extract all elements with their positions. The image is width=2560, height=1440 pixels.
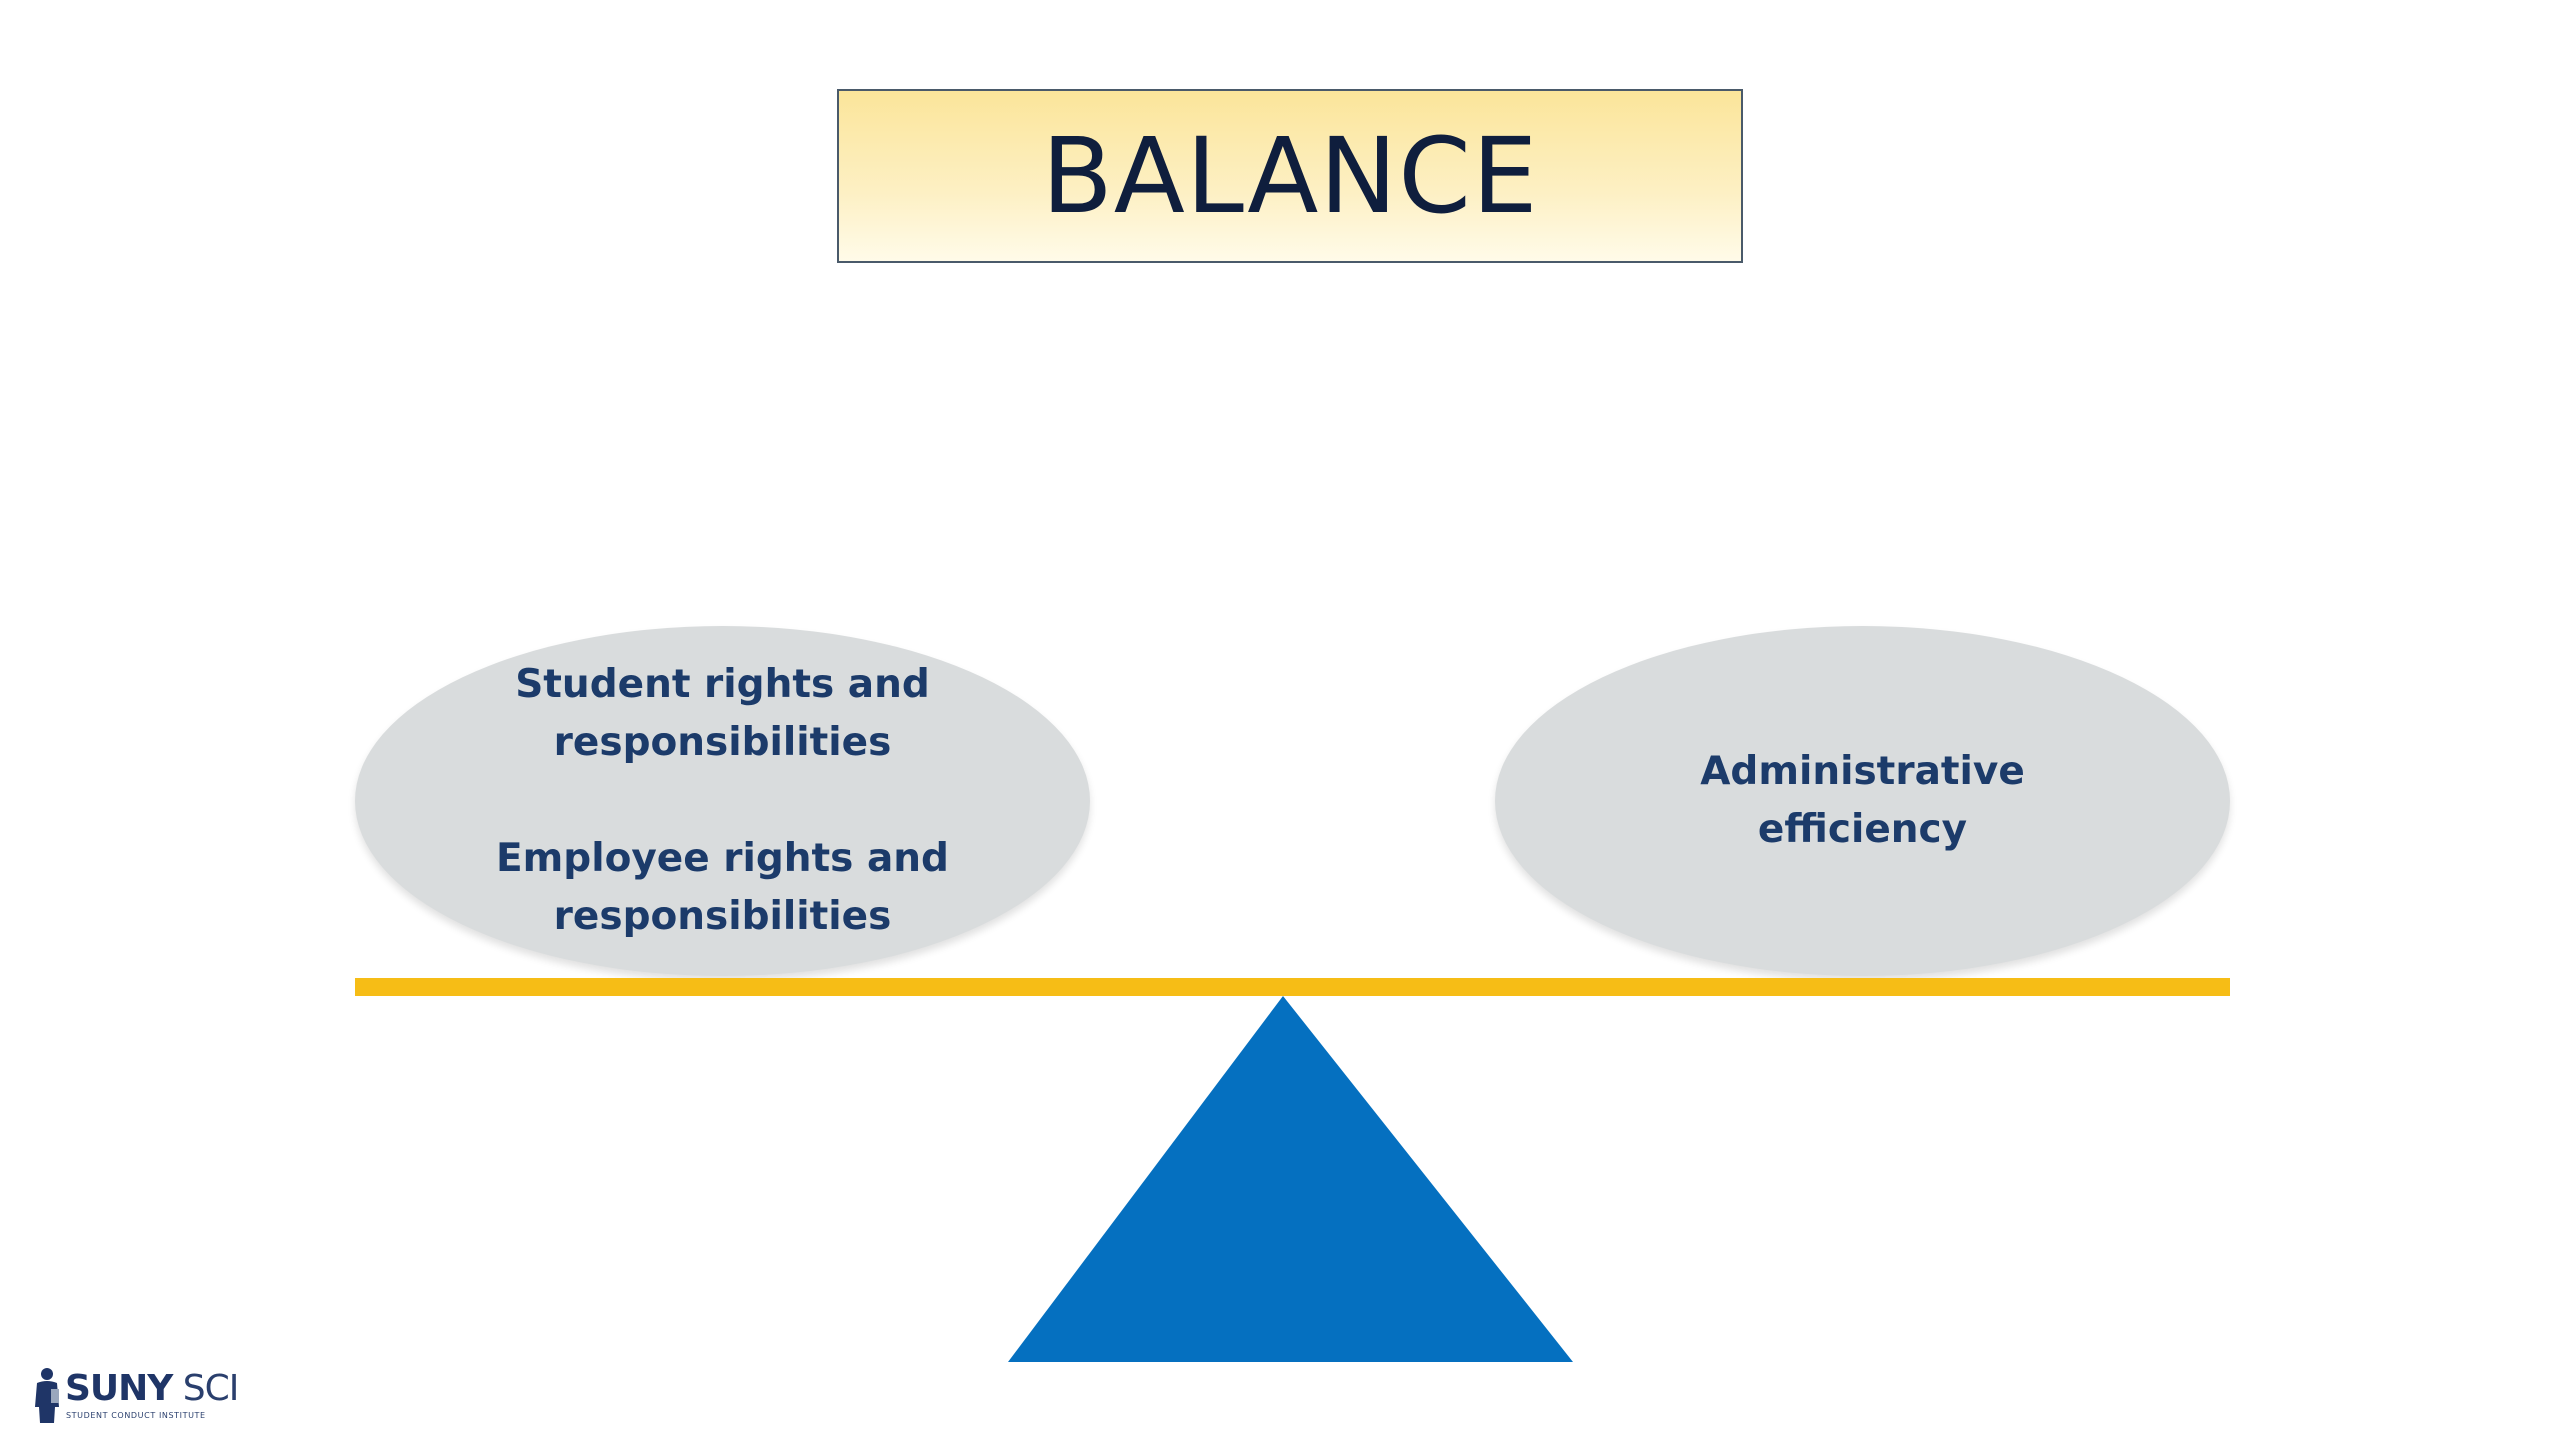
right-item-line-1: Administrative bbox=[1700, 749, 2025, 794]
logo-figure-icon bbox=[35, 1368, 59, 1423]
slide-title: BALANCE bbox=[1041, 115, 1539, 237]
left-item-2-line-1: Employee rights and bbox=[496, 836, 949, 881]
logo-wordmark: SUNY SCI bbox=[65, 1368, 240, 1409]
right-weight-ellipse: Administrative efficiency bbox=[1495, 626, 2230, 976]
logo-brand-bold: SUNY bbox=[65, 1368, 173, 1409]
right-item-line-2: efficiency bbox=[1757, 807, 1968, 852]
left-item-1-line-2: responsibilities bbox=[553, 720, 892, 765]
title-box: BALANCE bbox=[837, 89, 1743, 263]
suny-sci-logo: SUNY SCI STUDENT CONDUCT INSTITUTE bbox=[33, 1367, 248, 1427]
left-item-2-line-2: responsibilities bbox=[553, 894, 892, 939]
logo-tagline: STUDENT CONDUCT INSTITUTE bbox=[66, 1411, 206, 1420]
balance-beam bbox=[355, 978, 2230, 996]
logo-brand-light: SCI bbox=[172, 1368, 240, 1409]
left-weight-ellipse: Student rights and responsibilities Empl… bbox=[355, 626, 1090, 976]
left-item-1-line-1: Student rights and bbox=[515, 662, 930, 707]
fulcrum-triangle bbox=[1008, 996, 1573, 1362]
